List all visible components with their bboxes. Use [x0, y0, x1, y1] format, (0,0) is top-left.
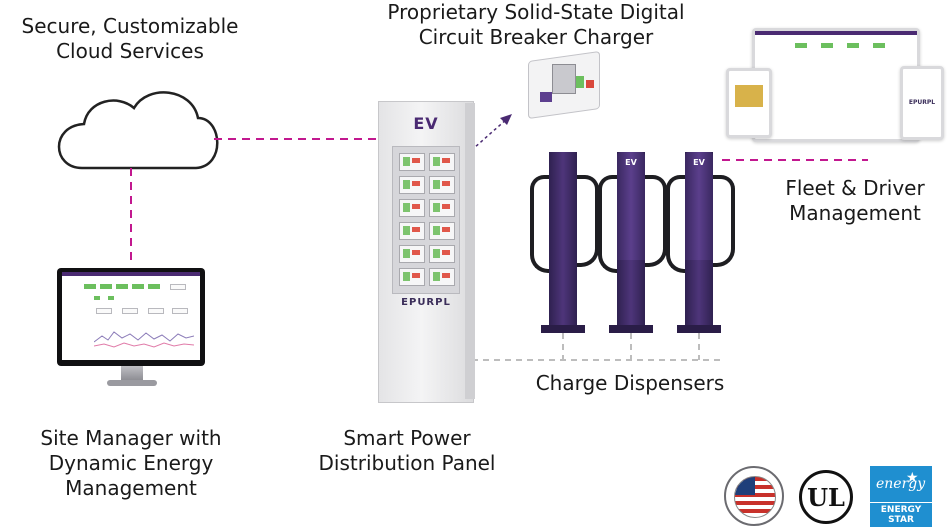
breaker-module — [429, 245, 455, 263]
breaker-device-purple-label — [540, 92, 552, 102]
breaker-module — [399, 199, 425, 217]
tablet-brand: EPURPL — [908, 99, 936, 106]
screen-button — [170, 284, 186, 290]
dispenser-pole — [549, 152, 577, 326]
dispenser-cable — [643, 175, 667, 267]
breaker-module — [429, 176, 455, 194]
screen-green-tile — [116, 284, 128, 289]
screen-header-bar — [755, 31, 917, 35]
breaker-module — [399, 176, 425, 194]
site-manager-screen — [62, 272, 200, 360]
us-flag-icon — [734, 476, 776, 518]
screen-button — [96, 308, 112, 314]
breaker-label-line1: Proprietary Solid-State Digital — [387, 0, 685, 24]
screen-button — [172, 308, 188, 314]
dispenser-cable — [711, 175, 735, 267]
fleet-label-line1: Fleet & Driver — [785, 176, 925, 200]
screen-green-tile — [84, 284, 96, 289]
screen-button — [122, 308, 138, 314]
dispenser-logo: EV — [625, 158, 637, 167]
breaker-device-green-indicator — [576, 76, 584, 88]
screen-green-tile — [132, 284, 144, 289]
panel-label: Smart Power Distribution Panel — [300, 426, 514, 476]
screen-green-tile — [148, 284, 160, 289]
screen-green-tile — [94, 296, 100, 300]
breaker-device-screen — [552, 64, 576, 94]
breaker-module — [429, 268, 455, 286]
screen-green-tile — [108, 296, 114, 300]
breaker-module — [429, 199, 455, 217]
panel-brand: EPURPL — [401, 297, 451, 308]
dispenser-cable — [666, 175, 692, 273]
breaker-module — [399, 245, 425, 263]
dispenser-base — [609, 325, 653, 333]
screen-green-tile — [873, 43, 885, 48]
site-label-line3: Management — [65, 476, 197, 500]
phone-charger-photo — [735, 85, 763, 107]
arrow-icon — [500, 114, 512, 125]
screen-green-tile — [847, 43, 859, 48]
dispenser-base — [541, 325, 585, 333]
monitor-base — [107, 380, 157, 386]
cloud-icon — [57, 91, 219, 170]
star-icon: ★ — [906, 470, 919, 486]
screen-green-tile — [100, 284, 112, 289]
monitor-stand — [121, 366, 143, 380]
site-label-line2: Dynamic Energy — [48, 451, 214, 475]
screen-energy-chart — [94, 331, 194, 348]
dispenser-head — [685, 152, 713, 260]
fleet-phone — [726, 68, 772, 138]
panel-label-line2: Distribution Panel — [318, 451, 496, 475]
dispenser-base — [677, 325, 721, 333]
fleet-label: Fleet & Driver Management — [772, 176, 938, 226]
fleet-tablet: EPURPL — [900, 66, 944, 140]
breaker-label-line2: Circuit Breaker Charger — [418, 25, 654, 49]
dispenser-cable — [530, 175, 556, 273]
breaker-module — [399, 153, 425, 171]
ul-logo-text: UL — [807, 482, 845, 512]
cloud-label-line2: Cloud Services — [56, 39, 204, 63]
dispenser-cable — [598, 175, 624, 273]
breaker-module — [399, 222, 425, 240]
cloud-label-line1: Secure, Customizable — [21, 14, 239, 38]
site-manager-label: Site Manager with Dynamic Energy Managem… — [20, 426, 242, 501]
fleet-label-line2: Management — [789, 201, 921, 225]
panel-side — [465, 103, 475, 399]
energy-star-text: ENERGY STAR — [870, 502, 932, 525]
dispensers-label: Charge Dispensers — [535, 371, 725, 395]
cloud-label: Secure, Customizable Cloud Services — [10, 14, 250, 64]
panel-label-line1: Smart Power — [343, 426, 471, 450]
buy-american-logo — [724, 466, 784, 526]
screen-green-tile — [795, 43, 807, 48]
flag-canton — [735, 477, 755, 495]
site-label-line1: Site Manager with — [40, 426, 222, 450]
energy-star-logo: energy ★ ENERGY STAR — [870, 466, 932, 527]
screen-green-tile — [821, 43, 833, 48]
breaker-device-red-indicator — [586, 80, 594, 88]
breaker-module — [429, 153, 455, 171]
screen-button — [148, 308, 164, 314]
ul-logo: UL — [799, 470, 853, 524]
panel-logo: EV — [413, 114, 439, 133]
breaker-label: Proprietary Solid-State Digital Circuit … — [376, 0, 696, 50]
dispenser-head — [617, 152, 645, 260]
dispenser-cable — [575, 175, 599, 267]
breaker-module — [429, 222, 455, 240]
panel-breaker-window — [392, 146, 460, 294]
fleet-laptop-screen — [752, 28, 920, 142]
energy-star-script: energy — [876, 476, 926, 492]
dispenser-logo: EV — [693, 158, 705, 167]
breaker-module — [399, 268, 425, 286]
screen-header-bar — [62, 272, 200, 276]
